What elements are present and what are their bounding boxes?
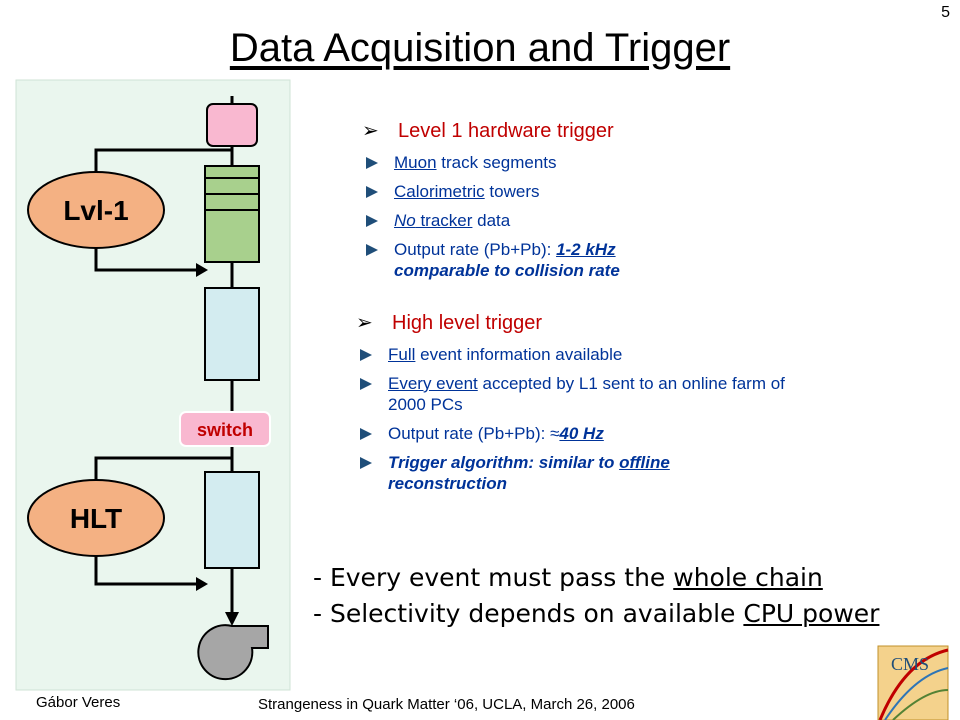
level1-item: No tracker data xyxy=(362,210,842,231)
note-line: - Selectivity depends on available CPU p… xyxy=(313,599,880,628)
footer-conference: Strangeness in Quark Matter ‘06, UCLA, M… xyxy=(258,696,635,713)
triangle-bullet-icon xyxy=(366,186,378,198)
hlt-item: Every event accepted by L1 sent to an on… xyxy=(356,373,808,415)
level1-heading: ➢ Level 1 hardware trigger xyxy=(362,120,614,142)
hlt-label: HLT xyxy=(70,503,122,534)
level1-item: Muon track segments xyxy=(362,152,842,173)
hlt-item: Output rate (Pb+Pb): ≈40 Hz xyxy=(356,423,856,444)
lvl1-label: Lvl-1 xyxy=(63,195,128,226)
hlt-section: ➢ High level trigger Full event informat… xyxy=(356,310,856,502)
cms-logo-text: CMS xyxy=(891,654,929,674)
farm-buffer xyxy=(204,471,260,569)
triangle-bullet-icon xyxy=(366,157,378,169)
triangle-bullet-icon xyxy=(360,428,372,440)
hlt-ellipse xyxy=(27,479,165,557)
footer-author: Gábor Veres xyxy=(36,694,121,711)
switch-box xyxy=(179,411,271,447)
triangle-bullet-icon xyxy=(366,244,378,256)
level1-item: Calorimetric towers xyxy=(362,181,842,202)
readout-buffer xyxy=(204,287,260,381)
storage-disk-icon xyxy=(197,624,269,681)
triangle-bullet-icon xyxy=(360,349,372,361)
detector-box xyxy=(206,103,258,147)
summary-notes: - Every event must pass the whole chain … xyxy=(313,560,879,632)
cms-logo: CMS xyxy=(877,645,949,720)
pipeline-buffer xyxy=(204,165,260,263)
arrow-bullet-icon: ➢ xyxy=(362,120,379,142)
lvl1-ellipse xyxy=(27,171,165,249)
hlt-heading: ➢ High level trigger xyxy=(356,312,543,334)
note-line: - Every event must pass the whole chain xyxy=(313,563,823,592)
slide-number: 5 xyxy=(941,4,950,21)
switch-label: switch xyxy=(197,420,253,440)
triangle-bullet-icon xyxy=(366,215,378,227)
hlt-item: Full event information available xyxy=(356,344,856,365)
triangle-bullet-icon xyxy=(360,378,372,390)
slide-title: Data Acquisition and Trigger xyxy=(229,26,731,70)
level1-section: ➢ Level 1 hardware trigger Muon track se… xyxy=(362,118,842,289)
arrow-bullet-icon: ➢ xyxy=(356,312,373,334)
triangle-bullet-icon xyxy=(360,457,372,469)
